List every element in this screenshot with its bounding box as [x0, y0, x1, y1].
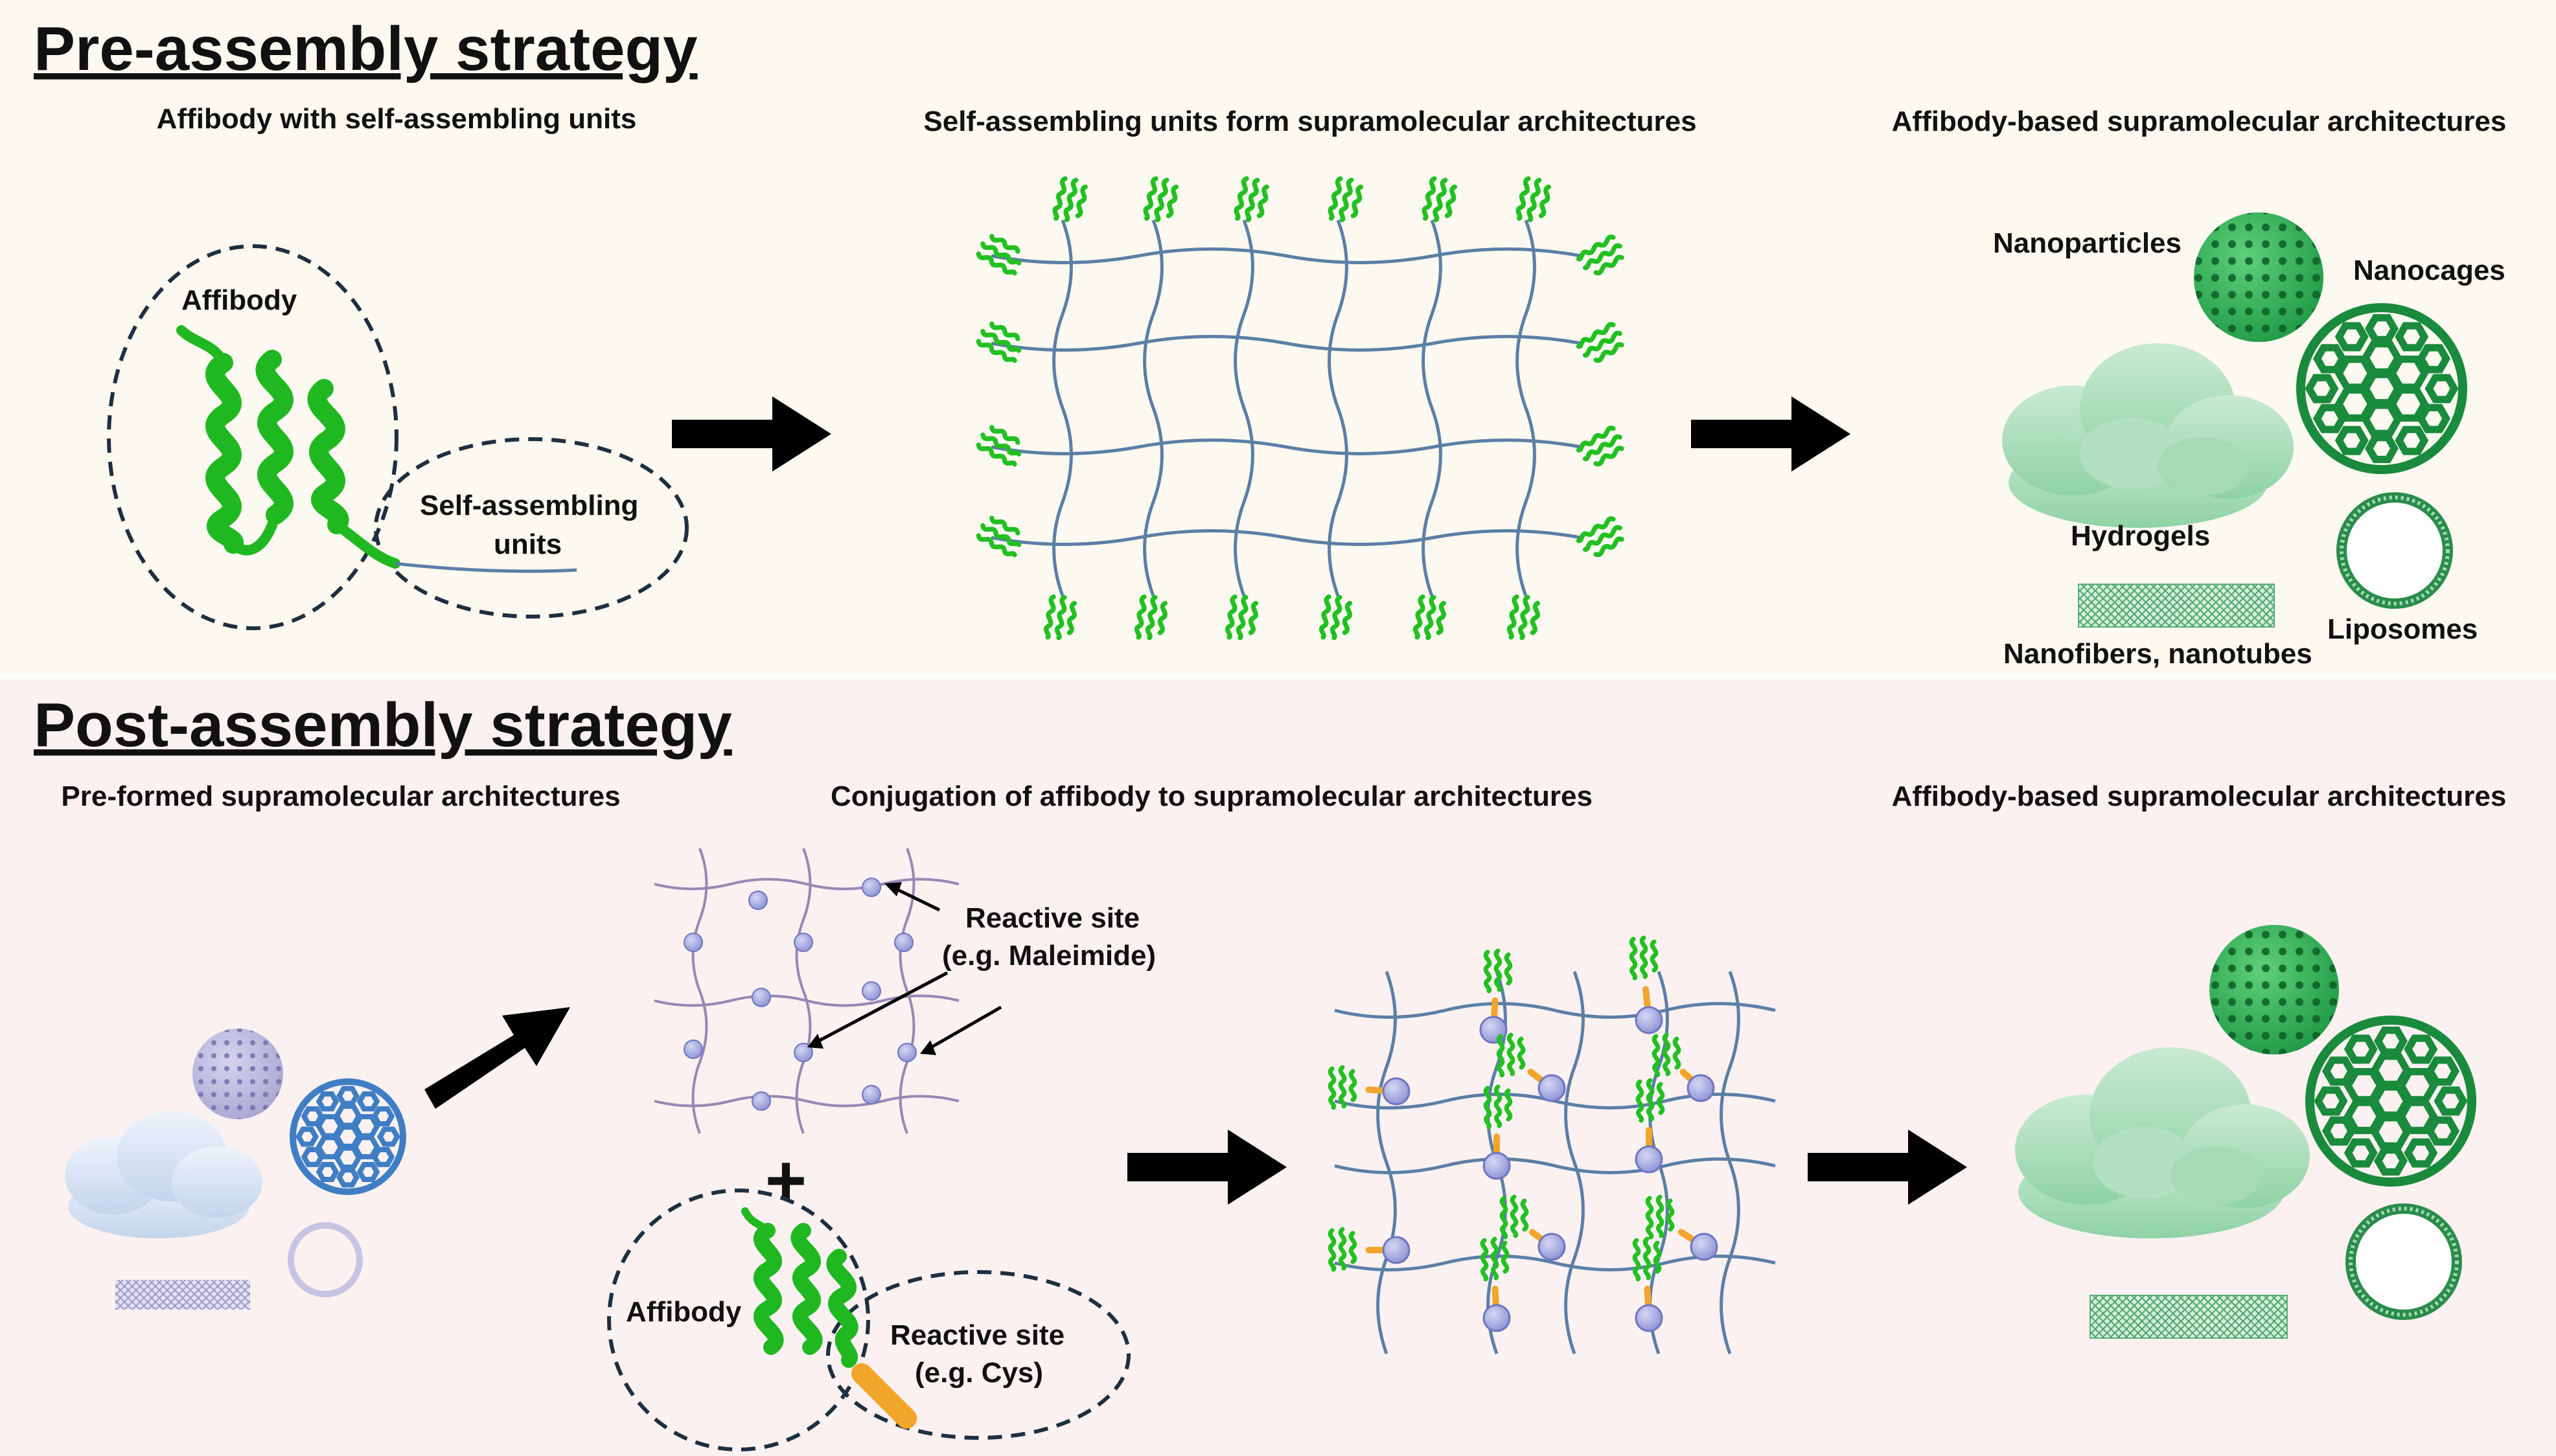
- liposomes-label: Liposomes: [2327, 613, 2478, 645]
- nanofibers-label: Nanofibers, nanotubes: [2003, 638, 2312, 670]
- mini-affibody-icon: [1043, 594, 1077, 641]
- pre-assembly-title: Pre-assembly strategy: [34, 14, 698, 84]
- mini-affibody-icon: [1328, 1227, 1357, 1272]
- step2-title-bottom: Conjugation of affibody to supramolecula…: [831, 780, 1593, 812]
- self-assembling-label-2: units: [494, 529, 562, 560]
- reactive-site-annotations: Reactive site (e.g. Maleimide): [807, 882, 1156, 1055]
- mini-affibody-icon: [1234, 176, 1269, 223]
- mini-affibody-icon: [1483, 948, 1513, 994]
- arrow-top-1: [672, 396, 831, 472]
- affibody-protein-icon-bottom: [741, 1207, 858, 1368]
- mini-affibody-icon: [1422, 176, 1457, 223]
- reactive-site-label-2: (e.g. Maleimide): [942, 940, 1156, 972]
- step3-title-bottom: Affibody-based supramolecular architectu…: [1892, 780, 2507, 812]
- liposome-ring-bottom: [2345, 1203, 2462, 1320]
- nanocages-label: Nanocages: [2353, 255, 2505, 286]
- nanofiber-tube-bottom: [2090, 1295, 2288, 1339]
- self-assembled-network-top: [976, 176, 1624, 641]
- mini-affibody-icon: [1412, 594, 1447, 641]
- preformed-architectures: [65, 1029, 406, 1310]
- step2-title-top: Self-assembling units form supramolecula…: [923, 106, 1696, 137]
- preformed-nanocage: [290, 1078, 406, 1195]
- mini-affibody-icon: [1576, 426, 1624, 467]
- architectures-top: Nanoparticles Nanocages Hydrogels Liposo…: [1993, 212, 2505, 670]
- step1-title-top: Affibody with self-assembling units: [157, 103, 637, 135]
- mini-affibody-icon: [1328, 176, 1363, 223]
- mini-affibody-icon: [1635, 1078, 1665, 1123]
- mini-affibody-icon: [1576, 234, 1624, 276]
- liposome-ring: [2336, 492, 2453, 609]
- arrow-bottom-2: [1808, 1130, 1967, 1205]
- hydrogel-cloud: [2002, 343, 2294, 528]
- mini-affibody-icon: [1632, 1236, 1662, 1282]
- mini-affibody-icon: [1318, 594, 1353, 641]
- mini-affibody-icon: [976, 321, 1022, 363]
- mini-affibody-icon: [1496, 1032, 1526, 1078]
- self-assembling-label-1: Self-assembling: [420, 490, 638, 521]
- cys-linker-icon: [851, 1363, 917, 1429]
- affibody-construct-top: Affibody Self-assembling units: [107, 244, 689, 630]
- architectures-bottom: [2015, 925, 2476, 1339]
- reactive-site-cys-2: (e.g. Cys): [915, 1357, 1043, 1389]
- step1-title-bottom: Pre-formed supramolecular architectures: [61, 780, 620, 812]
- plus-sign: +: [765, 1141, 807, 1220]
- mini-affibody-icon: [1652, 1032, 1681, 1078]
- mini-affibody-icon: [976, 516, 1022, 558]
- affibody-label-top: Affibody: [181, 284, 297, 316]
- step3-title-top: Affibody-based supramolecular architectu…: [1892, 106, 2507, 137]
- mini-affibody-icon: [1515, 176, 1551, 223]
- top-panel: [0, 0, 2556, 674]
- hydrogels-label: Hydrogels: [2071, 520, 2210, 552]
- mini-affibody-icon: [1645, 1194, 1675, 1240]
- mini-affibody-icon: [1483, 1084, 1513, 1130]
- reactive-site-cys-1: Reactive site: [890, 1319, 1065, 1351]
- affibody-label-bottom: Affibody: [626, 1296, 742, 1328]
- preformed-hydrogel: [65, 1111, 262, 1238]
- mini-affibody-icon: [1629, 935, 1659, 981]
- reactive-site-label-1: Reactive site: [965, 902, 1140, 934]
- nanoparticles-label: Nanoparticles: [1993, 227, 2182, 259]
- nanofiber-tube: [2078, 584, 2275, 628]
- mini-affibody-icon: [1143, 176, 1179, 223]
- post-assembly-title: Post-assembly strategy: [34, 690, 732, 760]
- arrow-diagonal: [424, 1007, 570, 1109]
- mini-affibody-icon: [1576, 516, 1624, 558]
- self-assembling-dashed-circle: [374, 437, 689, 619]
- preformed-nanofiber: [115, 1280, 250, 1310]
- arrow-top-2: [1691, 396, 1850, 472]
- affibody-construct-bottom: Affibody Reactive site (e.g. Cys): [607, 1189, 1131, 1451]
- mini-affibody-icon: [976, 425, 1022, 467]
- arrow-bottom-1: [1127, 1130, 1287, 1205]
- mini-affibody-icon: [1328, 1065, 1357, 1110]
- mini-affibody-icon: [1506, 594, 1541, 641]
- affibody-dashed-circle: [107, 244, 398, 630]
- mini-affibody-icon: [1576, 322, 1624, 363]
- mini-affibody-icon: [1480, 1236, 1510, 1282]
- mini-affibody-icon: [1499, 1194, 1529, 1240]
- self-assembling-tail: [395, 562, 577, 573]
- nanocage-icon: [2296, 303, 2467, 474]
- mini-affibody-icon: [1134, 594, 1168, 641]
- nanocage-icon-bottom: [2305, 1016, 2476, 1187]
- mini-affibody-icon: [976, 234, 1022, 276]
- preformed-liposome: [288, 1222, 363, 1297]
- affibody-protein-icon: [176, 325, 400, 569]
- mini-affibody-icon: [1052, 176, 1088, 223]
- mini-affibody-icon: [1225, 594, 1259, 641]
- conjugated-network: [1328, 935, 1776, 1354]
- hydrogel-cloud-bottom: [2015, 1047, 2310, 1238]
